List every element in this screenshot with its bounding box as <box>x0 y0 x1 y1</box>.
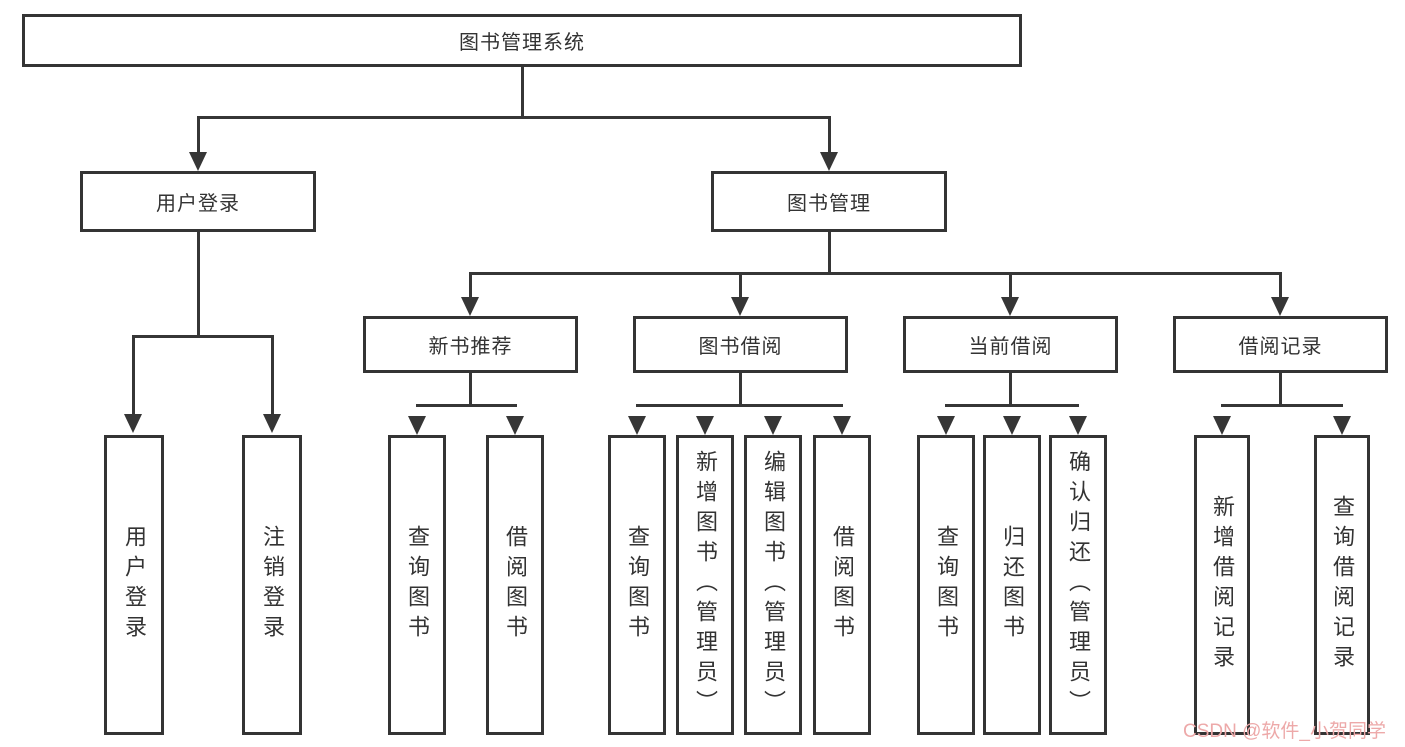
arrow-down-cb-confirm <box>1069 416 1087 435</box>
connector-root-crossbar <box>197 116 831 119</box>
arrow-down-bb-borrow <box>833 416 851 435</box>
connector-root-right-drop <box>828 116 831 154</box>
leaf-logout-label: 注销登录 <box>260 525 285 645</box>
arrow-down-cb-query <box>937 416 955 435</box>
connector-newbook-crossbar <box>416 404 517 407</box>
connector-bookmgmt-crossbar <box>469 272 1282 275</box>
arrow-down-book-mgmt <box>820 152 838 171</box>
leaf-user-login: 用户登录 <box>104 435 164 735</box>
leaf-nb-query-books: 查询图书 <box>388 435 446 735</box>
leaf-cb-query-books: 查询图书 <box>917 435 975 735</box>
leaf-bb-add-books-admin-label: 新增图书（管理员） <box>693 450 718 720</box>
leaf-nb-borrow-books: 借阅图书 <box>486 435 544 735</box>
arrow-down-current-borrow <box>1001 297 1019 316</box>
connector-userlogin-stem <box>197 232 200 337</box>
arrow-down-br-add <box>1213 416 1231 435</box>
arrow-down-bb-add <box>696 416 714 435</box>
node-new-book-label: 新书推荐 <box>428 336 513 358</box>
connector-bookborrow-crossbar <box>636 404 843 407</box>
leaf-cb-query-books-label: 查询图书 <box>934 525 959 645</box>
arrow-down-nb-query <box>408 416 426 435</box>
connector-root-stem <box>521 67 524 118</box>
arrow-down-logout-leaf <box>263 414 281 433</box>
leaf-br-add-record-label: 新增借阅记录 <box>1210 495 1235 675</box>
node-library-system-label: 图书管理系统 <box>459 32 585 54</box>
connector-borrowrecord-stem <box>1279 373 1282 407</box>
leaf-cb-confirm-return-admin-label: 确认归还（管理员） <box>1066 450 1091 720</box>
arrow-down-new-book <box>461 297 479 316</box>
leaf-bb-add-books-admin: 新增图书（管理员） <box>676 435 734 735</box>
connector-root-left-drop <box>197 116 200 154</box>
csdn-watermark: CSDN @软件_小贺同学 <box>1183 721 1386 742</box>
node-book-borrow-label: 图书借阅 <box>698 336 783 358</box>
node-new-book: 新书推荐 <box>363 316 578 373</box>
arrow-down-user-login-leaf <box>124 414 142 433</box>
node-book-mgmt-label: 图书管理 <box>787 193 871 215</box>
arrow-down-cb-return <box>1003 416 1021 435</box>
connector-drop-borrow-record <box>1279 272 1282 299</box>
leaf-bb-query-books-label: 查询图书 <box>625 525 650 645</box>
arrow-down-bb-edit <box>764 416 782 435</box>
leaf-logout: 注销登录 <box>242 435 302 735</box>
leaf-user-login-label: 用户登录 <box>122 525 147 645</box>
arrow-down-borrow-record <box>1271 297 1289 316</box>
leaf-nb-borrow-books-label: 借阅图书 <box>503 525 528 645</box>
leaf-nb-query-books-label: 查询图书 <box>405 525 430 645</box>
node-borrow-record-label: 借阅记录 <box>1238 336 1323 358</box>
connector-userlogin-left-drop <box>132 335 135 416</box>
leaf-br-query-record: 查询借阅记录 <box>1314 435 1370 735</box>
leaf-bb-edit-books-admin-label: 编辑图书（管理员） <box>761 450 786 720</box>
leaf-bb-edit-books-admin: 编辑图书（管理员） <box>744 435 802 735</box>
arrow-down-bb-query <box>628 416 646 435</box>
leaf-bb-borrow-books: 借阅图书 <box>813 435 871 735</box>
node-user-login: 用户登录 <box>80 171 316 232</box>
connector-bookmgmt-stem <box>828 232 831 274</box>
connector-drop-book-borrow <box>739 272 742 299</box>
leaf-bb-borrow-books-label: 借阅图书 <box>830 525 855 645</box>
connector-userlogin-crossbar <box>132 335 274 338</box>
node-borrow-record: 借阅记录 <box>1173 316 1388 373</box>
node-book-borrow: 图书借阅 <box>633 316 848 373</box>
node-user-login-label: 用户登录 <box>156 193 240 215</box>
node-book-mgmt: 图书管理 <box>711 171 947 232</box>
connector-borrowrecord-crossbar <box>1221 404 1343 407</box>
arrow-down-user-login <box>189 152 207 171</box>
arrow-down-nb-borrow <box>506 416 524 435</box>
connector-newbook-stem <box>469 373 472 407</box>
node-library-system: 图书管理系统 <box>22 14 1022 67</box>
connector-currentborrow-crossbar <box>945 404 1079 407</box>
connector-drop-new-book <box>469 272 472 299</box>
node-current-borrow: 当前借阅 <box>903 316 1118 373</box>
leaf-br-query-record-label: 查询借阅记录 <box>1330 495 1355 675</box>
leaf-br-add-record: 新增借阅记录 <box>1194 435 1250 735</box>
leaf-cb-confirm-return-admin: 确认归还（管理员） <box>1049 435 1107 735</box>
leaf-bb-query-books: 查询图书 <box>608 435 666 735</box>
connector-bookborrow-stem <box>739 373 742 407</box>
arrow-down-br-query <box>1333 416 1351 435</box>
leaf-cb-return-books: 归还图书 <box>983 435 1041 735</box>
node-current-borrow-label: 当前借阅 <box>968 336 1053 358</box>
leaf-cb-return-books-label: 归还图书 <box>1000 525 1025 645</box>
connector-drop-current-borrow <box>1009 272 1012 299</box>
connector-userlogin-right-drop <box>271 335 274 416</box>
connector-currentborrow-stem <box>1009 373 1012 407</box>
arrow-down-book-borrow <box>731 297 749 316</box>
